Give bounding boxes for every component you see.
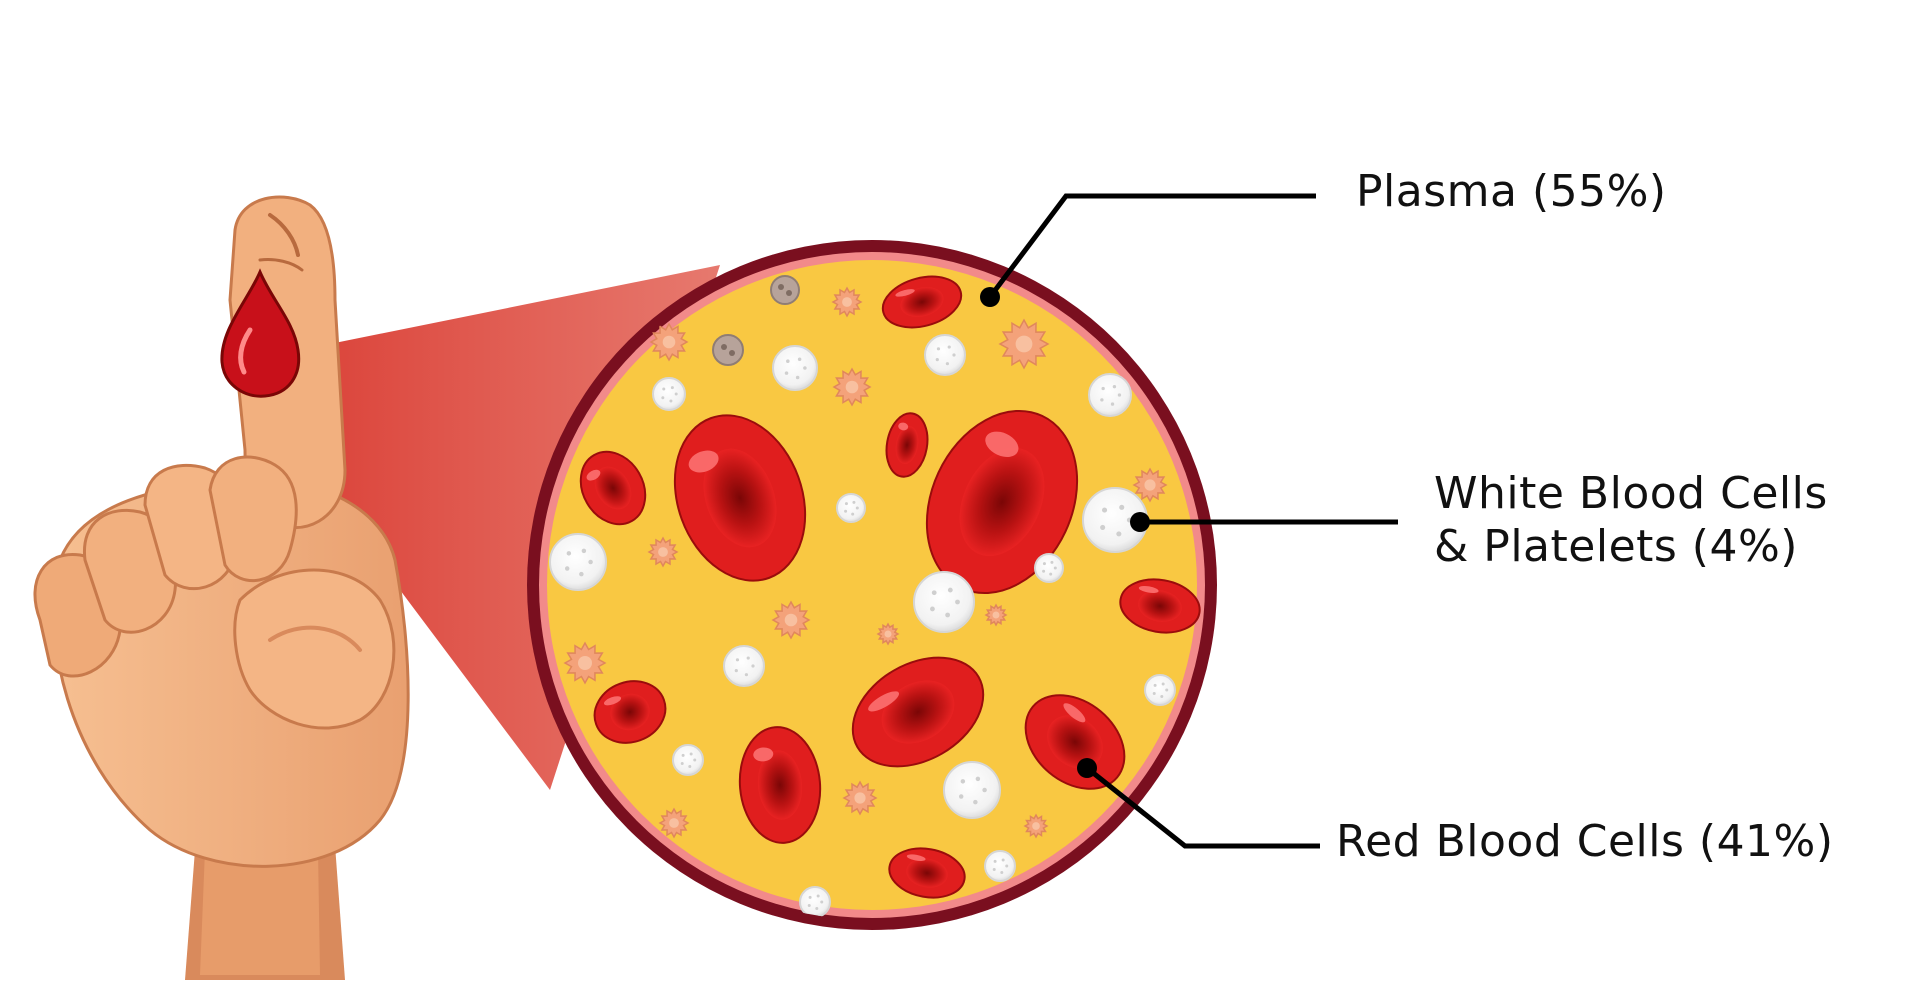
white-blood-cell-icon [1088, 373, 1132, 417]
platelet-icon [771, 600, 811, 640]
white-blood-cell-icon [652, 377, 686, 411]
red-cells-label-text: Red Blood Cells (41%) [1336, 816, 1834, 867]
red-blood-cell-icon [673, 414, 807, 582]
plasma-label: Plasma (55%) [1356, 166, 1667, 219]
white-blood-cell-icon [723, 645, 765, 687]
leader-dots [980, 287, 1150, 778]
platelet-icon [563, 641, 607, 685]
white-blood-cell-icon [836, 493, 866, 523]
white-blood-cell-icon [943, 761, 1001, 819]
red-blood-cell-icon [851, 656, 985, 768]
white-cells-label: White Blood Cells & Platelets (4%) [1434, 468, 1828, 574]
white-cells-pointer-dot [1130, 512, 1150, 532]
white-blood-cell-icon [672, 744, 704, 776]
blood-drop-icon [220, 268, 301, 398]
particle-icon [770, 275, 800, 305]
red-blood-cell-icon [593, 680, 667, 744]
platelet-icon [842, 780, 878, 816]
red-blood-cell-icon [579, 450, 647, 526]
platelet-icon [998, 318, 1050, 370]
hand-icon [33, 195, 410, 980]
platelet-icon [832, 367, 872, 407]
red-blood-cell-icon [885, 412, 929, 478]
magnified-blood-circle [527, 240, 1217, 930]
platelet-icon [831, 286, 863, 318]
platelet-icon [984, 603, 1008, 627]
red-cells-pointer-dot [1077, 758, 1097, 778]
white-cells-label-line1: White Blood Cells [1434, 468, 1828, 519]
platelet-icon [647, 536, 679, 568]
red-blood-cell-icon [1119, 578, 1201, 634]
white-blood-cell-icon [913, 571, 975, 633]
platelet-icon [876, 622, 900, 646]
red-blood-cell-icon [738, 726, 822, 844]
red-blood-cell-icon [881, 275, 963, 329]
red-cells-label: Red Blood Cells (41%) [1336, 816, 1834, 869]
white-blood-cell-icon [549, 533, 607, 591]
white-cells-label-line2: & Platelets (4%) [1434, 520, 1798, 572]
red-blood-cell-icon [1024, 694, 1126, 790]
red-cells-leader-line [1085, 766, 1320, 849]
white-blood-cell-icon [924, 334, 966, 376]
platelet-icon [658, 807, 690, 839]
white-blood-cell-icon [772, 345, 818, 391]
particle-icon [712, 334, 744, 366]
white-blood-cell-icon [799, 886, 831, 918]
plasma-label-text: Plasma (55%) [1356, 166, 1667, 217]
white-blood-cell-icon [984, 850, 1016, 882]
white-blood-cell-icon [1144, 674, 1176, 706]
red-blood-cell-icon [925, 409, 1079, 595]
platelet-icon [1132, 467, 1168, 503]
plasma-pointer-dot [980, 287, 1000, 307]
plasma-leader-line [988, 193, 1316, 299]
white-blood-cell-icon [1034, 553, 1064, 583]
red-blood-cell-icon [888, 847, 966, 899]
platelet-icon [1023, 813, 1049, 839]
leader-lines [988, 193, 1398, 849]
platelet-icon [649, 322, 689, 362]
